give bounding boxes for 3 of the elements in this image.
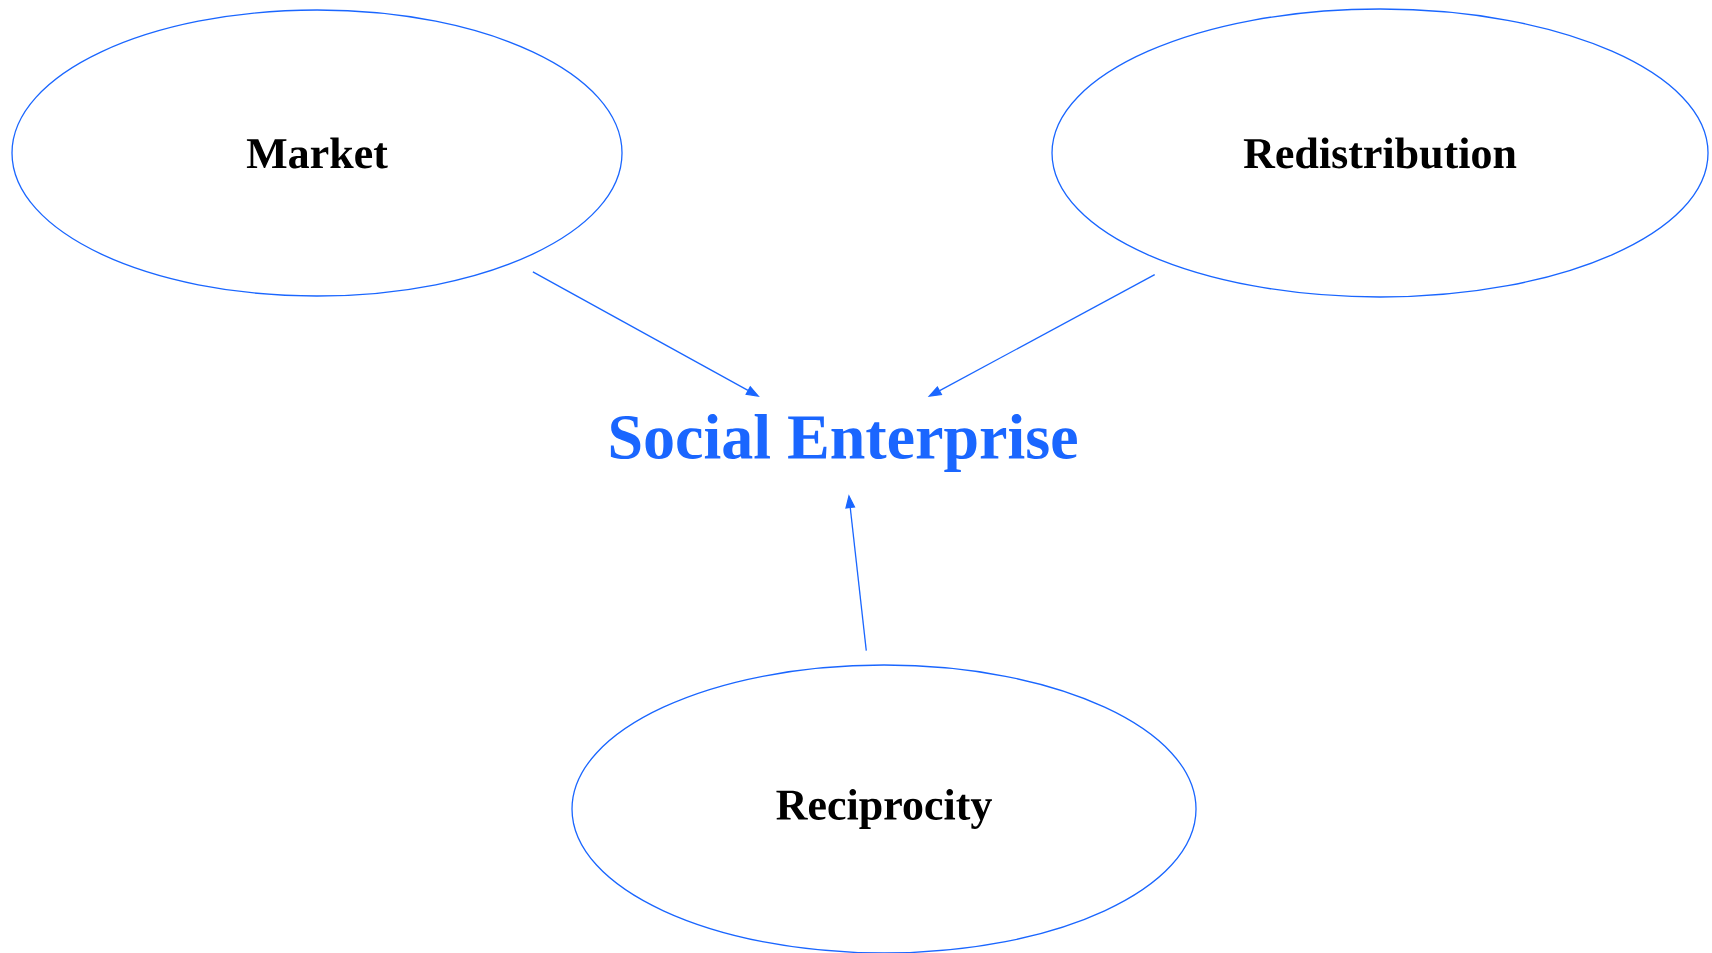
- ellipse-node: Market: [11, 9, 623, 297]
- title-text: Social Enterprise: [610, 414, 1077, 473]
- ellipse-node: Redistribution: [1051, 8, 1709, 298]
